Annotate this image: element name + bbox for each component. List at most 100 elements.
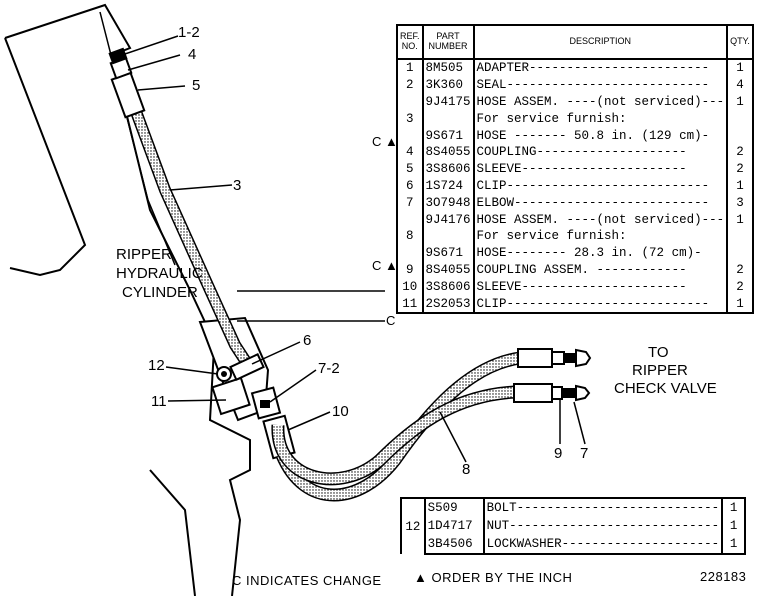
row-desc: CLIP---------------------------: [472, 177, 729, 195]
parts-table-header: REF. NO. PART NUMBER DESCRIPTION QTY.: [396, 24, 754, 60]
row-ref: [396, 93, 424, 111]
row-qty: 1: [726, 295, 754, 314]
c-indicates-change: C INDICATES CHANGE: [232, 573, 382, 588]
row-desc: ADAPTER------------------------: [472, 59, 729, 77]
table-row: 9S671 HOSE-------- 28.3 in. (72 cm)-: [396, 244, 754, 262]
table-row: 3B4506 LOCKWASHER--------------------- 1: [401, 535, 746, 555]
row-desc: HOSE-------- 28.3 in. (72 cm)-: [472, 244, 729, 262]
row-part: 3S8606: [421, 278, 475, 296]
table-row: 3 For service furnish:: [396, 110, 754, 128]
row-part: 1D4717: [423, 517, 485, 535]
row-part: 8M505: [421, 59, 475, 77]
table-row: 8 For service furnish:: [396, 227, 754, 245]
row-qty: 1: [721, 497, 746, 517]
row-ref: 10: [396, 278, 424, 296]
row-part: 9J4176: [421, 211, 475, 228]
row-qty: 1: [726, 211, 754, 228]
callout-4: 4: [188, 46, 197, 63]
cylinder-cut: [4, 37, 87, 277]
row-qty: 1: [726, 59, 754, 77]
row-ref: 12: [400, 497, 426, 554]
row-ref: [396, 244, 424, 262]
row-qty: [726, 244, 754, 262]
row-qty: 2: [726, 278, 754, 296]
callout-3: 3: [233, 177, 242, 194]
ripper-check-label: RIPPER: [632, 362, 688, 379]
callout-12: 12: [148, 357, 165, 374]
cylinder-lower: [149, 469, 196, 596]
row-qty: 2: [726, 160, 754, 178]
row-desc: LOCKWASHER---------------------: [482, 535, 724, 555]
callout-1-2: 1-2: [178, 24, 200, 41]
row-part: 3K360: [421, 76, 475, 94]
row-part: 1S724: [421, 177, 475, 195]
callout-7-2: 7-2: [318, 360, 340, 377]
row-qty: 1: [721, 517, 746, 535]
ripper-label-2: HYDRAULIC: [116, 265, 203, 282]
change-mark-hose-3: C ▲: [372, 134, 398, 149]
row-part: 9S671: [421, 127, 475, 144]
ripper-label-1: RIPPER: [116, 246, 172, 263]
callout-9: 9: [554, 445, 563, 462]
row-ref: 5: [396, 160, 424, 178]
row-desc: HOSE ASSEM. ----(not serviced)---: [472, 211, 729, 228]
callout-7: 7: [580, 445, 589, 462]
row-part: 3S8606: [421, 160, 475, 178]
coupling-upper: [517, 348, 553, 368]
row-ref: 1: [396, 59, 424, 77]
header-description: DESCRIPTION: [472, 24, 729, 60]
row-desc: ELBOW--------------------------: [472, 194, 729, 212]
table-row: 1D4717 NUT---------------------------- 1: [401, 517, 746, 535]
row-ref: 7: [396, 194, 424, 212]
row-desc: COUPLING ASSEM. ------------: [472, 261, 729, 279]
coupling-lower: [513, 383, 553, 403]
row-qty: 1: [726, 93, 754, 111]
row-part: 3B4506: [423, 535, 485, 555]
row-desc: HOSE ASSEM. ----(not serviced)---: [472, 93, 729, 111]
row-ref: 8: [396, 227, 424, 245]
row-desc: COUPLING--------------------: [472, 143, 729, 161]
adapter-1: [108, 47, 128, 65]
row-ref: 6: [396, 177, 424, 195]
header-part-number: PART NUMBER: [421, 24, 475, 60]
row-part: 9J4175: [421, 93, 475, 111]
row-ref: 11: [396, 295, 424, 314]
order-by-inch-note: ▲ ORDER BY THE INCH: [414, 570, 573, 585]
row-desc: HOSE ------- 50.8 in. (129 cm)-: [472, 127, 729, 144]
row-desc: SEAL---------------------------: [472, 76, 729, 94]
callout-10: 10: [332, 403, 349, 420]
row-desc: SLEEVE----------------------: [472, 160, 729, 178]
row-qty: 4: [726, 76, 754, 94]
row-ref: 9: [396, 261, 424, 279]
row-qty: 2: [726, 261, 754, 279]
header-qty: QTY.: [726, 24, 754, 60]
row-qty: 3: [726, 194, 754, 212]
sleeve-5: [110, 71, 146, 119]
row-qty: [726, 110, 754, 128]
row-desc: NUT----------------------------: [482, 517, 724, 535]
row-part: [421, 110, 475, 128]
row-qty: [726, 127, 754, 144]
row-desc: SLEEVE----------------------: [472, 278, 729, 296]
table-row: 9S671 HOSE ------- 50.8 in. (129 cm)-: [396, 127, 754, 144]
row-desc: For service furnish:: [472, 110, 729, 128]
row-desc: BOLT---------------------------: [482, 497, 724, 517]
to-label: TO: [648, 344, 669, 361]
row-part: 2S2053: [421, 295, 475, 314]
row-ref: [396, 211, 424, 228]
check-valve-label: CHECK VALVE: [614, 380, 717, 397]
row-ref: [396, 127, 424, 144]
row-part: 3O7948: [421, 194, 475, 212]
row-ref: 2: [396, 76, 424, 94]
row-qty: 2: [726, 143, 754, 161]
